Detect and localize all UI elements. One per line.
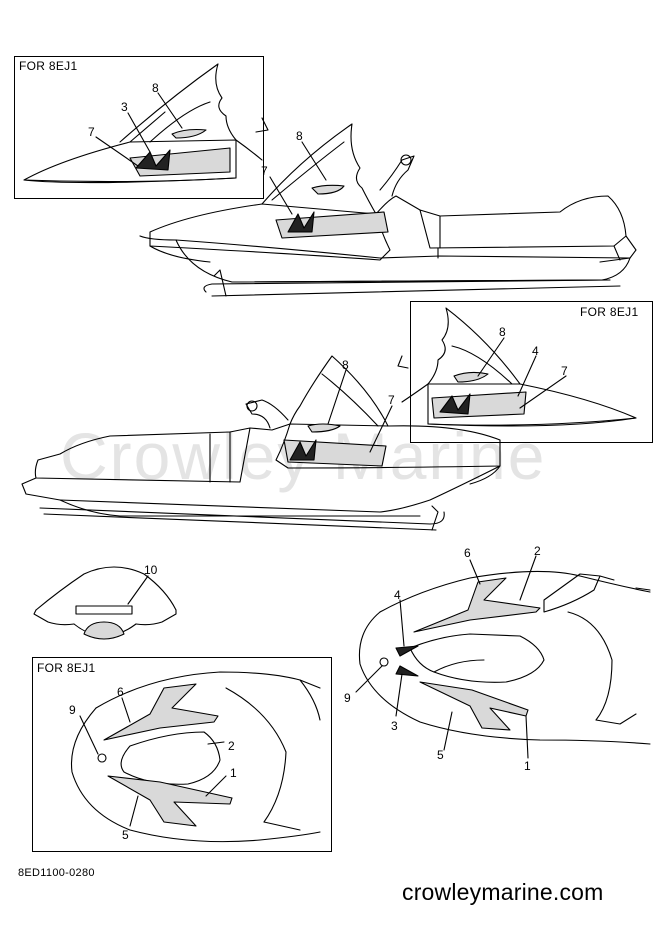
callout-6-hood: 6 bbox=[464, 546, 471, 560]
callout-2-hood: 2 bbox=[534, 544, 541, 558]
bl-hood-top-view-drawing bbox=[70, 671, 321, 843]
tl-hood-drawing bbox=[23, 63, 269, 184]
callout-9-bl: 9 bbox=[69, 703, 76, 717]
callout-5-hood: 5 bbox=[437, 748, 444, 762]
windshield-front-drawing bbox=[33, 566, 177, 640]
callout-5-bl: 5 bbox=[122, 828, 129, 842]
callout-10-windshield: 10 bbox=[144, 563, 158, 577]
callout-8-sled2: 8 bbox=[342, 358, 349, 372]
callout-8-sled1: 8 bbox=[296, 129, 303, 143]
callout-7-tl: 7 bbox=[88, 125, 95, 139]
callout-3-hood: 3 bbox=[391, 719, 398, 733]
callout-9-hood: 9 bbox=[344, 691, 351, 705]
callout-4-mr: 4 bbox=[532, 344, 539, 358]
callout-7-sled2: 7 bbox=[388, 393, 395, 407]
inset-mid-right bbox=[410, 301, 653, 443]
hood-top-view-drawing bbox=[355, 555, 651, 759]
inset-bottom-left bbox=[32, 657, 332, 852]
callout-7-sled1: 7 bbox=[261, 164, 268, 178]
callout-8-tl: 8 bbox=[152, 81, 159, 95]
callout-1-bl: 1 bbox=[230, 766, 237, 780]
callout-4-hood: 4 bbox=[394, 588, 401, 602]
sled1-drawing bbox=[139, 123, 637, 297]
inset-bottom-left-label: FOR 8EJ1 bbox=[37, 661, 96, 675]
part-code: 8ED1100-0280 bbox=[18, 867, 95, 879]
callout-2-bl: 2 bbox=[228, 739, 235, 753]
sled2-drawing bbox=[21, 355, 501, 531]
callout-8-mr: 8 bbox=[499, 325, 506, 339]
inset-mid-right-label: FOR 8EJ1 bbox=[580, 305, 639, 319]
inset-top-left bbox=[14, 56, 264, 199]
callout-7-mr: 7 bbox=[561, 364, 568, 378]
site-name: crowleymarine.com bbox=[402, 879, 604, 905]
mr-hood-drawing bbox=[397, 307, 637, 427]
callout-3-tl: 3 bbox=[121, 100, 128, 114]
callout-1-hood: 1 bbox=[524, 759, 531, 773]
callout-6-bl: 6 bbox=[117, 685, 124, 699]
inset-top-left-label: FOR 8EJ1 bbox=[19, 59, 78, 73]
